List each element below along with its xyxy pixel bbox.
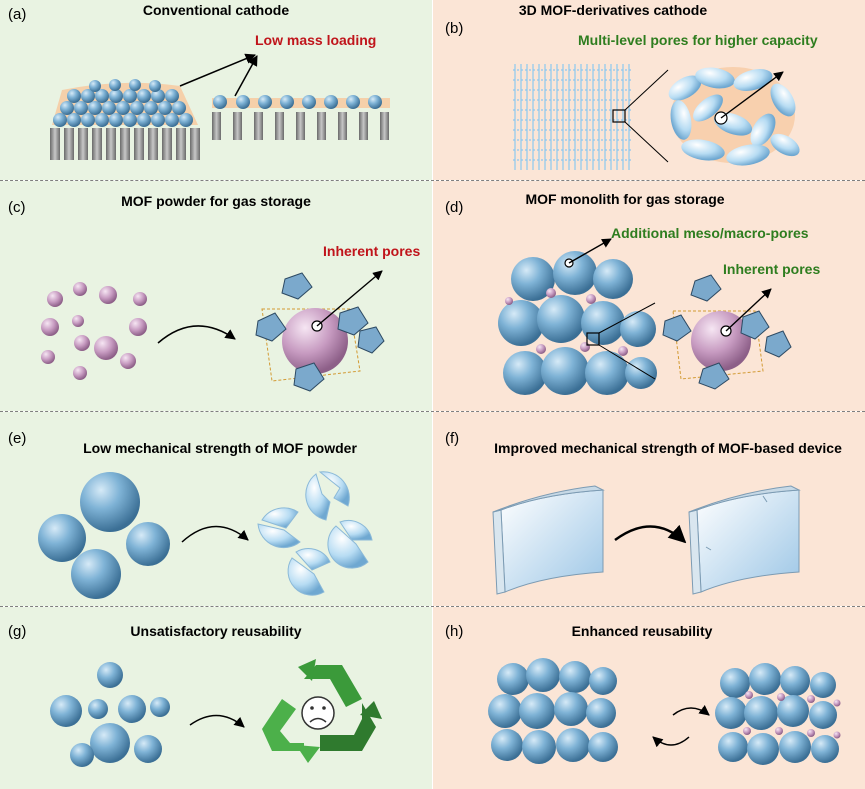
panel-label-c: (c) xyxy=(8,199,26,216)
panel-a: (a) Conventional cathode Low mass loadin… xyxy=(0,0,432,180)
panel-label-a: (a) xyxy=(8,6,27,23)
panel-label-g: (g) xyxy=(8,623,27,640)
panel-b: (b) 3D MOF-derivatives cathode Multi-lev… xyxy=(433,0,865,180)
fractured-mof-spheres xyxy=(257,471,373,596)
panel-label-f: (f) xyxy=(445,430,460,447)
panel-title-g: Unsatisfactory reusability xyxy=(130,623,302,639)
mof-unit-cell-zoom xyxy=(662,274,792,390)
panel-title-d: MOF monolith for gas storage xyxy=(525,191,725,207)
panel-e: (e) Low mechanical strength of MOF powde… xyxy=(0,412,432,606)
callout-inherent-pores-monolith: Inherent pores xyxy=(723,261,821,277)
panel-title-e: Low mechanical strength of MOF powder xyxy=(83,440,357,456)
recycle-icon xyxy=(262,659,382,763)
panel-h: (h) Enhanced reusability xyxy=(433,607,865,789)
pore-structure-zoom xyxy=(668,67,800,166)
mof-powder-particles xyxy=(41,282,147,380)
monolith-block-after xyxy=(715,663,841,765)
callout-additional-meso-macro-pores: Additional meso/macro-pores xyxy=(611,225,809,241)
panel-title-f: Improved mechanical strength of MOF-base… xyxy=(494,440,842,456)
panel-title-a: Conventional cathode xyxy=(142,2,290,18)
row-divider-2 xyxy=(0,411,865,412)
panel-label-b: (b) xyxy=(445,20,464,37)
mof-derivative-cathode-illustration xyxy=(513,64,800,170)
callout-multi-level-pores: Multi-level pores for higher capacity xyxy=(578,32,818,48)
panel-f: (f) Improved mechanical strength of MOF-… xyxy=(433,412,865,606)
panel-label-d: (d) xyxy=(445,199,464,216)
current-collector-bars-left xyxy=(50,128,200,160)
panel-title-c: MOF powder for gas storage xyxy=(121,193,311,209)
panel-label-h: (h) xyxy=(445,623,464,640)
panel-label-e: (e) xyxy=(8,430,27,447)
mof-device-panel-before xyxy=(492,485,605,595)
mof-monolith-spheres xyxy=(498,251,657,395)
panel-c: (c) MOF powder for gas storage Inherent … xyxy=(0,181,432,411)
mof-powder-fracture-illustration xyxy=(38,471,373,599)
callout-low-mass-loading: Low mass loading xyxy=(255,32,377,48)
current-collector-bars-right xyxy=(212,112,389,140)
active-material-particles-right xyxy=(213,95,382,109)
loose-mof-spheres xyxy=(50,662,170,767)
panel-d: (d) MOF monolith for gas storage Additio… xyxy=(433,181,865,411)
row-divider-3 xyxy=(0,606,865,607)
monolith-block-before xyxy=(488,658,618,764)
panel-g: (g) Unsatisfactory reusability xyxy=(0,607,432,789)
conventional-cathode-illustration xyxy=(50,53,390,160)
monolith-reusability-illustration xyxy=(488,658,841,765)
callout-inherent-pores: Inherent pores xyxy=(323,243,421,259)
hierarchical-fiber-mesh xyxy=(513,64,631,170)
mof-monolith-illustration xyxy=(498,238,792,395)
mof-device-panel-after xyxy=(688,485,801,595)
powder-reusability-illustration xyxy=(50,659,382,767)
active-material-particles-left xyxy=(53,79,193,127)
mof-unit-cell xyxy=(255,272,385,392)
panel-title-b: 3D MOF-derivatives cathode xyxy=(518,2,708,18)
vertical-separator xyxy=(432,0,433,789)
intact-mof-spheres xyxy=(38,472,170,599)
mof-device-strength-illustration xyxy=(492,485,801,595)
row-divider-1 xyxy=(0,180,865,181)
sad-face-icon xyxy=(301,696,335,730)
panel-title-h: Enhanced reusability xyxy=(571,623,713,639)
mof-powder-illustration xyxy=(41,270,385,392)
